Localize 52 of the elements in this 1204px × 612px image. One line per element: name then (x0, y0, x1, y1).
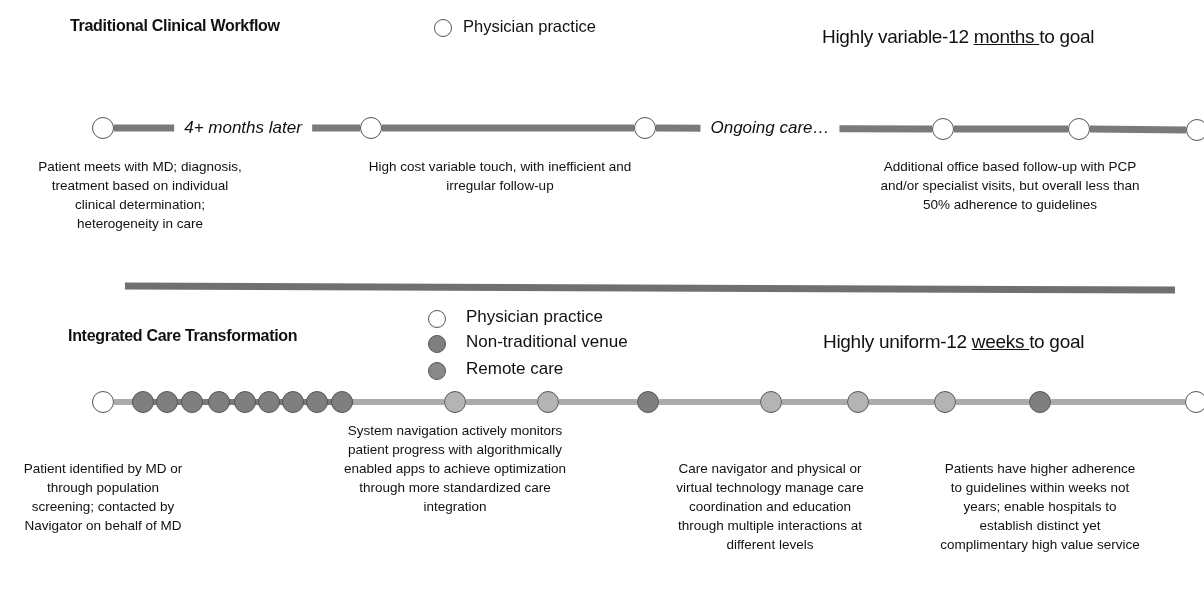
timeline-line (559, 399, 637, 405)
timeline-circle (1186, 119, 1204, 141)
legend-label: Physician practice (463, 17, 596, 36)
step-description: Care navigator and physical or virtual technology manage care coordination and education through multiple interactions at different levels (675, 460, 865, 554)
step-description: High cost variable touch, with inefficient and irregular follow-up (367, 158, 633, 195)
legend-label: Non-traditional venue (466, 332, 628, 352)
timeline-line (1051, 399, 1185, 405)
timeline-circle (1029, 391, 1051, 413)
timeline-circle (444, 391, 466, 413)
section-title: Integrated Care Transformation (68, 327, 298, 345)
timeline-circle (234, 391, 256, 413)
timeline-circle (181, 391, 203, 413)
timeline-circle (637, 391, 659, 413)
timeline-circle (92, 117, 114, 139)
timeline-line (956, 399, 1029, 405)
goal-heading: Highly uniform-12 weeks to goal (823, 331, 1085, 353)
timeline-circle (208, 391, 230, 413)
step-description: System navigation actively monitors patient progress with algorithmically enabled apps to achieve optimization through more standardized care integration (342, 422, 568, 516)
timeline-circle (1185, 391, 1204, 413)
timeline-line (869, 399, 934, 405)
timeline-circle (634, 117, 656, 139)
timeline-circle (331, 391, 353, 413)
legend-label: Remote care (466, 359, 564, 379)
timeline-line (353, 399, 444, 405)
timeline-circle (132, 391, 154, 413)
step-description: Patient identified by MD or through population screening; contacted by Navigator on behalf of MD (22, 460, 184, 535)
timeline-circle (537, 391, 559, 413)
timeline-line (954, 125, 1068, 133)
timeline-circle (847, 391, 869, 413)
timeline-circle (306, 391, 328, 413)
timeline-line (782, 399, 847, 405)
timeline-line (466, 399, 537, 405)
legend-label: Physician practice (466, 307, 603, 327)
step-description: Patients have higher adherence to guidelines within weeks not years; enable hospitals to establish distinct yet complimentary high value service (939, 460, 1141, 554)
timeline-circle (156, 391, 178, 413)
edge-label: Ongoing care… (700, 118, 840, 138)
timeline-circle (282, 391, 304, 413)
timeline-circle (258, 391, 280, 413)
timeline-line (382, 124, 634, 132)
timeline-circle (1068, 118, 1090, 140)
timeline-circle (92, 391, 114, 413)
step-description: Patient meets with MD; diagnosis, treatment based on individual clinical determination; heterogeneity in care (37, 158, 243, 233)
timeline-circle (760, 391, 782, 413)
step-description: Additional office based follow-up with PCP and/or specialist visits, but overall less than 50% adherence to guidelines (880, 158, 1140, 214)
timeline-line (659, 399, 760, 405)
timeline-line (1089, 125, 1187, 134)
goal-heading: Highly variable-12 months to goal (822, 26, 1095, 48)
timeline-circle (360, 117, 382, 139)
section-title: Traditional Clinical Workflow (70, 17, 280, 35)
timeline-circle (932, 118, 954, 140)
timeline-line (114, 399, 132, 405)
timeline-circle (934, 391, 956, 413)
